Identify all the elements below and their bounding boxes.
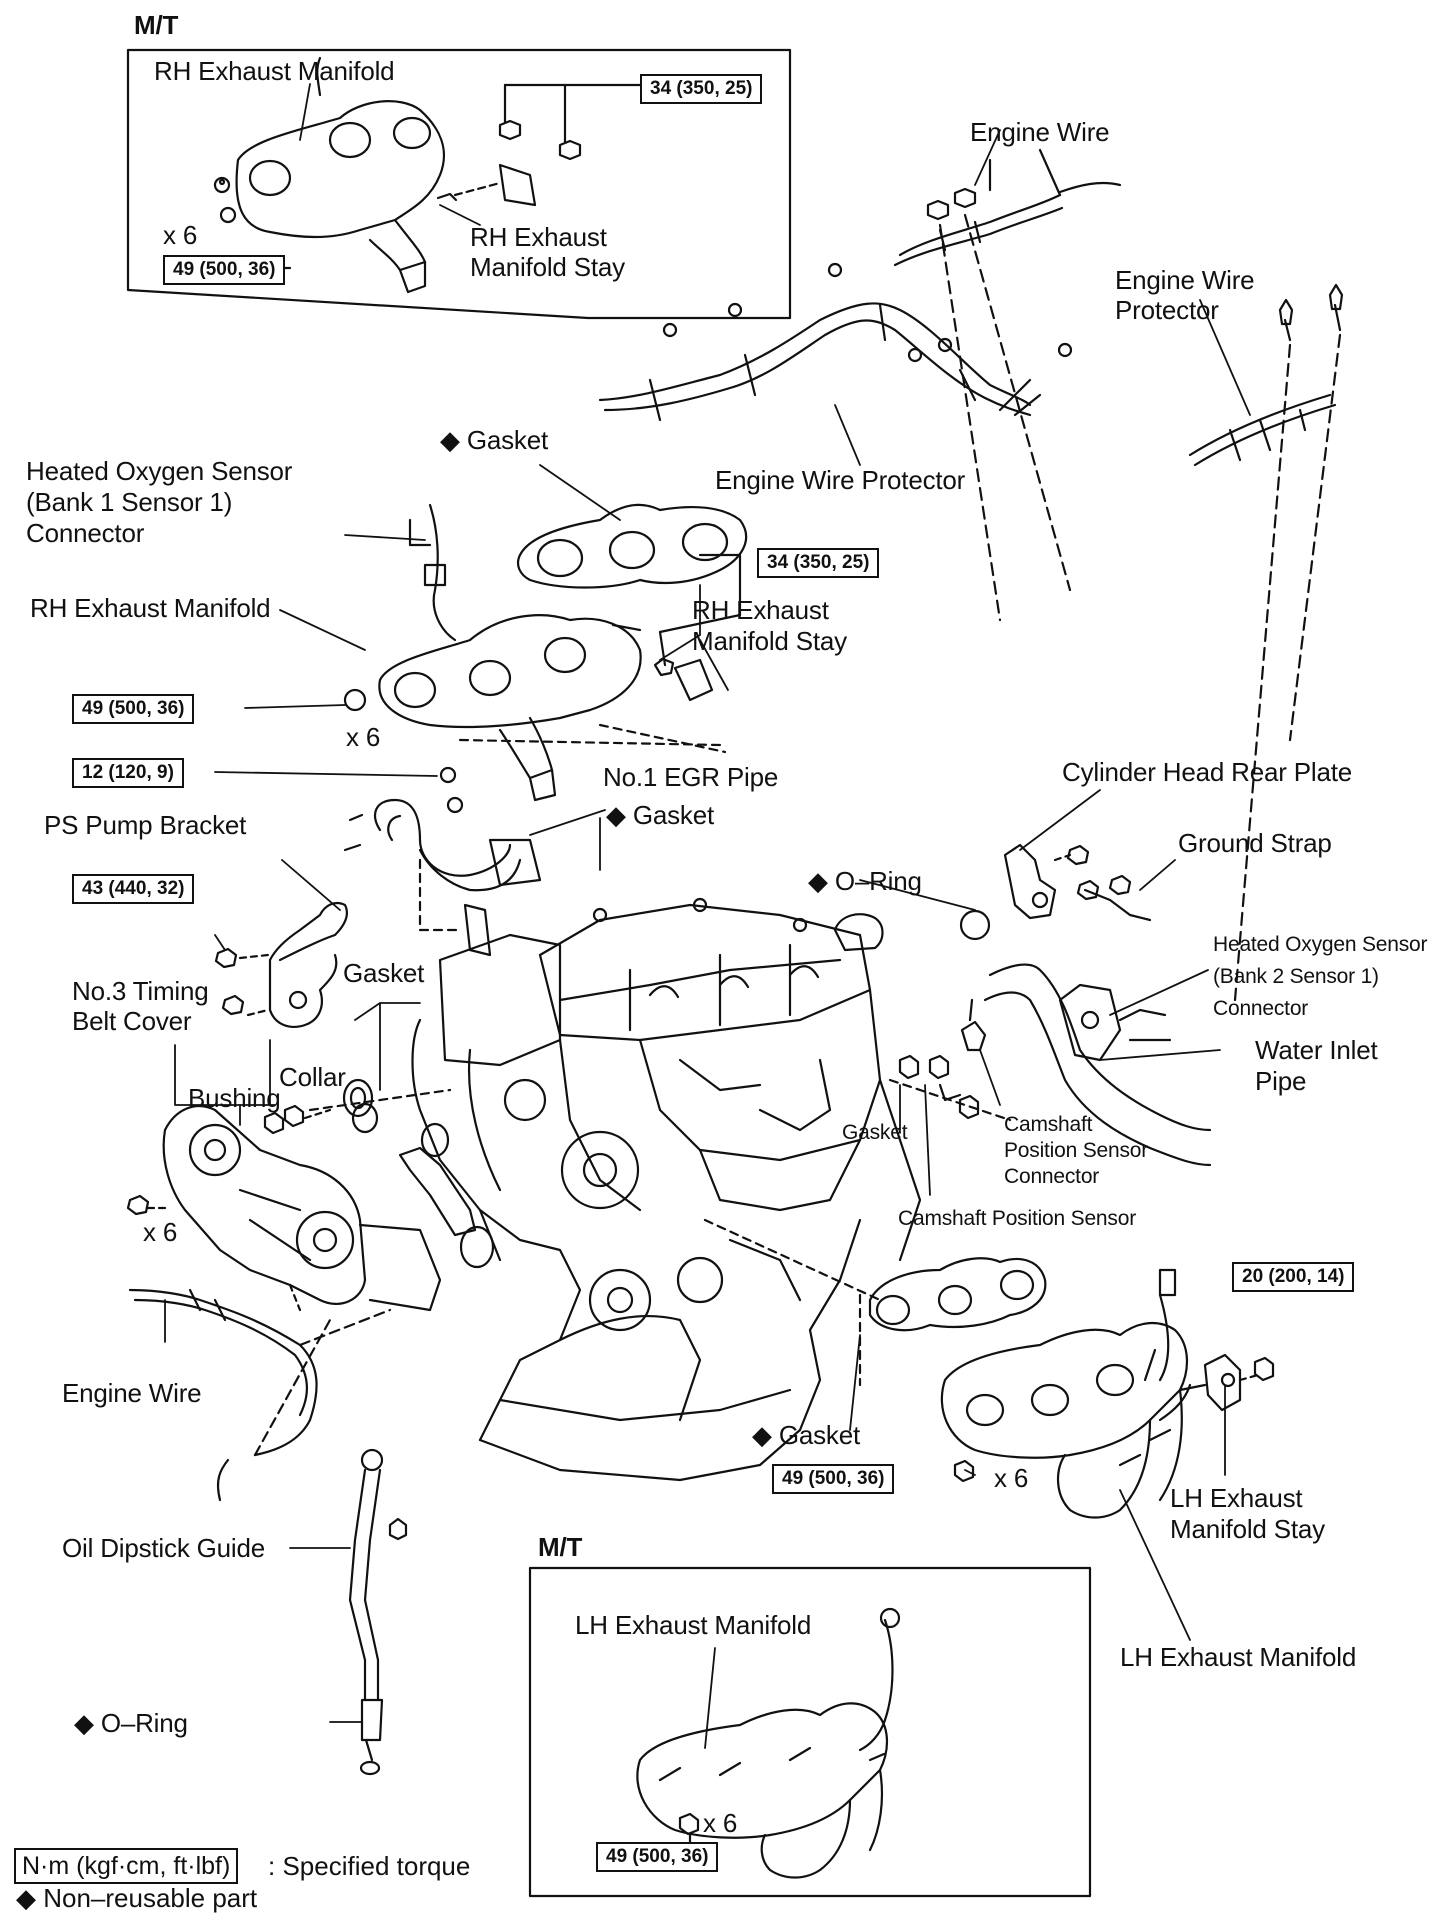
torque-egr: 12 (120, 9) (72, 758, 184, 788)
label-rh-stay-2: Manifold Stay (692, 626, 847, 656)
ps-pump-bracket-drawing (214, 901, 349, 1028)
rear-plate-drawing (959, 843, 1152, 941)
label-heated-o2-1-b: (Bank 1 Sensor 1) (26, 487, 233, 517)
cam-sensor-drawing (888, 998, 1012, 1122)
label-oring-bottom: ◆ O–Ring (74, 1708, 188, 1738)
label-x6-left: x 6 (143, 1217, 178, 1247)
label-water-inlet-2: Pipe (1255, 1066, 1307, 1096)
engine-block-drawing (411, 897, 922, 1482)
label-ground-strap: Ground Strap (1178, 828, 1332, 858)
inset-bottom-manifold-label: LH Exhaust Manifold (575, 1610, 812, 1640)
label-cam-connector-1: Camshaft (1004, 1113, 1093, 1136)
label-gasket-mid: Gasket (343, 958, 425, 988)
label-heated-o2-2-b: (Bank 2 Sensor 1) (1213, 965, 1379, 988)
legend-torque-text: : Specified torque (268, 1851, 471, 1881)
label-timing-cover-1: No.3 Timing (72, 976, 209, 1006)
torque-rh-manifold: 49 (500, 36) (72, 694, 195, 724)
label-x6-rh: x 6 (346, 722, 381, 752)
label-heated-o2-1-a: Heated Oxygen Sensor (26, 456, 293, 486)
label-timing-cover-2: Belt Cover (72, 1006, 192, 1036)
engine-wire-protector-right-drawing (1188, 283, 1344, 1002)
label-lh-stay-2: Manifold Stay (1170, 1514, 1325, 1544)
label-water-inlet-1: Water Inlet (1255, 1035, 1378, 1065)
torque-ps-pump: 43 (440, 32) (72, 874, 195, 904)
dipstick-guide-drawing (348, 1448, 408, 1776)
label-engine-wire-protector-right-1: Engine Wire (1115, 265, 1255, 295)
inset-top-torque-b: 49 (500, 36) (163, 255, 286, 285)
engine-wire-protector-drawing (598, 262, 1073, 422)
label-gasket-egr: ◆ Gasket (606, 800, 714, 830)
label-oil-dipstick-guide: Oil Dipstick Guide (62, 1533, 266, 1563)
water-inlet-pipe-drawing (983, 963, 1212, 1167)
engine-wire-top-drawing (893, 148, 1122, 622)
inset-bottom-frame (528, 1566, 1092, 1898)
torque-rh-stay: 34 (350, 25) (757, 548, 880, 578)
label-egr-pipe: No.1 EGR Pipe (603, 762, 779, 792)
label-ps-pump-bracket: PS Pump Bracket (44, 810, 247, 840)
torque-lh-stay: 20 (200, 14) (1232, 1262, 1355, 1292)
inset-top-stay-1: RH Exhaust (470, 222, 607, 252)
lh-manifold-drawing (940, 1268, 1192, 1519)
label-collar: Collar (279, 1062, 346, 1092)
label-cam-connector-3: Connector (1004, 1165, 1100, 1188)
legend-nonreusable: ◆ Non–reusable part (16, 1883, 258, 1913)
inset-rh-manifold-drawing (213, 56, 445, 294)
inset-top-frame (126, 48, 792, 320)
leader-lines (164, 83, 1251, 1749)
label-rh-manifold: RH Exhaust Manifold (30, 593, 271, 623)
inset-top-stay-2: Manifold Stay (470, 252, 625, 282)
torque-lh-manifold: 49 (500, 36) (772, 1464, 895, 1494)
label-heated-o2-2-a: Heated Oxygen Sensor (1213, 933, 1428, 956)
label-rh-stay-1: RH Exhaust (692, 595, 829, 625)
label-engine-wire-top: Engine Wire (970, 117, 1110, 147)
engine-wire-bottom-drawing (128, 1288, 392, 1502)
rh-gasket-drawing (516, 503, 748, 589)
label-engine-wire-protector: Engine Wire Protector (715, 465, 966, 495)
label-gasket-top: ◆ Gasket (440, 425, 548, 455)
label-cylinder-head-rear-plate: Cylinder Head Rear Plate (1062, 757, 1353, 787)
inset-top-mt-label: M/T (134, 10, 179, 40)
label-engine-wire-protector-right-2: Protector (1115, 295, 1219, 325)
label-heated-o2-2-c: Connector (1213, 997, 1309, 1020)
label-lh-stay-1: LH Exhaust (1170, 1483, 1303, 1513)
label-cam-sensor: Camshaft Position Sensor (898, 1207, 1136, 1230)
label-gasket-small: Gasket (842, 1121, 908, 1144)
legend-torque-unit-box: N·m (kgf·cm, ft·lbf) (14, 1848, 239, 1884)
label-gasket-lh: ◆ Gasket (752, 1420, 860, 1450)
inset-top-manifold-label: RH Exhaust Manifold (154, 56, 395, 86)
timing-belt-cover-drawing (126, 1078, 495, 1312)
inset-bottom-torque: 49 (500, 36) (596, 1842, 719, 1872)
label-oring-top: ◆ O–Ring (808, 866, 922, 896)
inset-bottom-mt-label: M/T (538, 1532, 583, 1562)
label-lh-manifold: LH Exhaust Manifold (1120, 1642, 1357, 1672)
label-bushing: Bushing (188, 1083, 281, 1113)
label-heated-o2-1-c: Connector (26, 518, 145, 548)
inset-bottom-qty: x 6 (703, 1808, 738, 1838)
rh-manifold-drawing (343, 503, 642, 802)
lh-stay-drawing (1178, 1353, 1275, 1412)
label-cam-connector-2: Position Sensor (1004, 1139, 1149, 1162)
inset-top-torque-a: 34 (350, 25) (640, 74, 763, 104)
inset-lh-manifold-drawing (636, 1607, 901, 1879)
lh-gasket-drawing (868, 1257, 1047, 1332)
label-x6-lh: x 6 (994, 1463, 1029, 1493)
inset-top-qty: x 6 (163, 220, 198, 250)
label-engine-wire-bottom: Engine Wire (62, 1378, 202, 1408)
egr-pipe-drawing (343, 766, 542, 957)
